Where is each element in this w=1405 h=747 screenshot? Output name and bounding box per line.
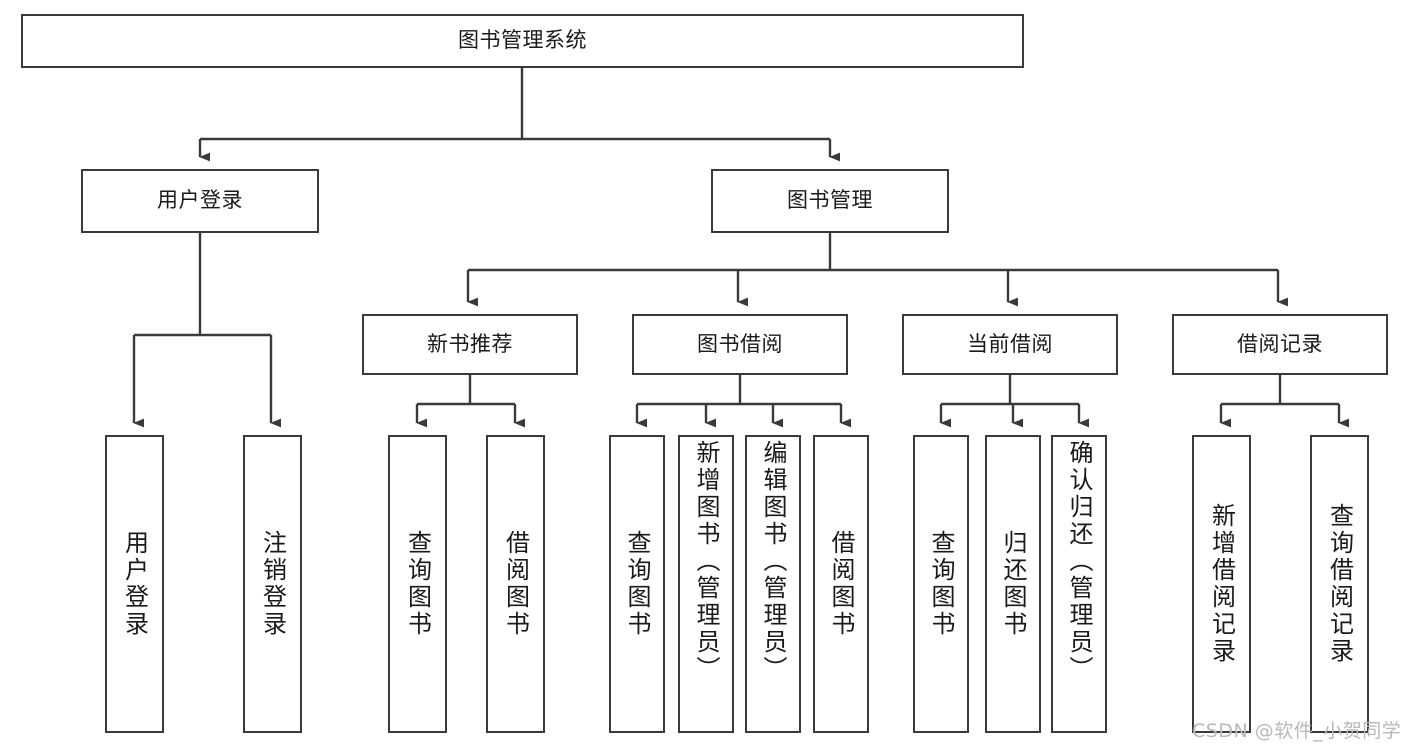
node-leaf-user-login[interactable]: 用户登录 — [105, 435, 164, 733]
node-leaf-user-logout-label: 注销登录 — [258, 530, 287, 638]
node-leaf-confirm-return[interactable]: 确认归还（管理员） — [1051, 435, 1107, 733]
node-leaf-query-book-2[interactable]: 查询图书 — [609, 435, 665, 733]
node-leaf-borrow-book-1-label: 借阅图书 — [501, 530, 530, 638]
node-leaf-query-book-3-label: 查询图书 — [927, 530, 955, 638]
csdn-watermark: CSDN @软件_小贺同学 — [1192, 716, 1401, 743]
csdn-watermark-text: CSDN @软件_小贺同学 — [1192, 720, 1402, 742]
node-leaf-edit-book-label: 编辑图书（管理员） — [759, 440, 787, 683]
node-leaf-add-book[interactable]: 新增图书（管理员） — [678, 435, 734, 733]
node-new-book-recommend[interactable]: 新书推荐 — [362, 314, 578, 375]
node-leaf-edit-book[interactable]: 编辑图书（管理员） — [745, 435, 801, 733]
node-leaf-query-record-label: 查询借阅记录 — [1325, 503, 1354, 665]
node-current-borrow[interactable]: 当前借阅 — [902, 314, 1118, 375]
node-leaf-user-login-label: 用户登录 — [120, 530, 149, 638]
node-book-manage-label: 图书管理 — [787, 188, 873, 213]
node-leaf-return-book[interactable]: 归还图书 — [985, 435, 1041, 733]
node-root[interactable]: 图书管理系统 — [21, 14, 1024, 68]
node-leaf-borrow-book-1[interactable]: 借阅图书 — [486, 435, 545, 733]
node-leaf-query-book-1[interactable]: 查询图书 — [388, 435, 447, 733]
node-book-manage[interactable]: 图书管理 — [711, 169, 949, 233]
node-leaf-query-book-1-label: 查询图书 — [403, 530, 432, 638]
node-leaf-add-record[interactable]: 新增借阅记录 — [1192, 435, 1251, 733]
node-leaf-return-book-label: 归还图书 — [999, 530, 1027, 638]
node-leaf-query-book-3[interactable]: 查询图书 — [913, 435, 969, 733]
node-borrow-record[interactable]: 借阅记录 — [1172, 314, 1388, 375]
node-book-borrow[interactable]: 图书借阅 — [632, 314, 848, 375]
node-user-login[interactable]: 用户登录 — [81, 169, 319, 233]
node-leaf-borrow-book-2-label: 借阅图书 — [827, 530, 855, 638]
node-leaf-user-logout[interactable]: 注销登录 — [243, 435, 302, 733]
node-borrow-record-label: 借阅记录 — [1237, 331, 1323, 356]
node-user-login-label: 用户登录 — [157, 188, 243, 213]
node-leaf-confirm-return-label: 确认归还（管理员） — [1065, 440, 1093, 683]
node-leaf-borrow-book-2[interactable]: 借阅图书 — [813, 435, 869, 733]
node-book-borrow-label: 图书借阅 — [697, 331, 783, 356]
node-leaf-add-book-label: 新增图书（管理员） — [692, 440, 720, 683]
node-leaf-query-book-2-label: 查询图书 — [623, 530, 651, 638]
node-current-borrow-label: 当前借阅 — [967, 331, 1053, 356]
node-leaf-query-record[interactable]: 查询借阅记录 — [1310, 435, 1369, 733]
node-new-book-recommend-label: 新书推荐 — [427, 331, 513, 356]
node-root-label: 图书管理系统 — [458, 28, 587, 53]
node-leaf-add-record-label: 新增借阅记录 — [1207, 503, 1236, 665]
